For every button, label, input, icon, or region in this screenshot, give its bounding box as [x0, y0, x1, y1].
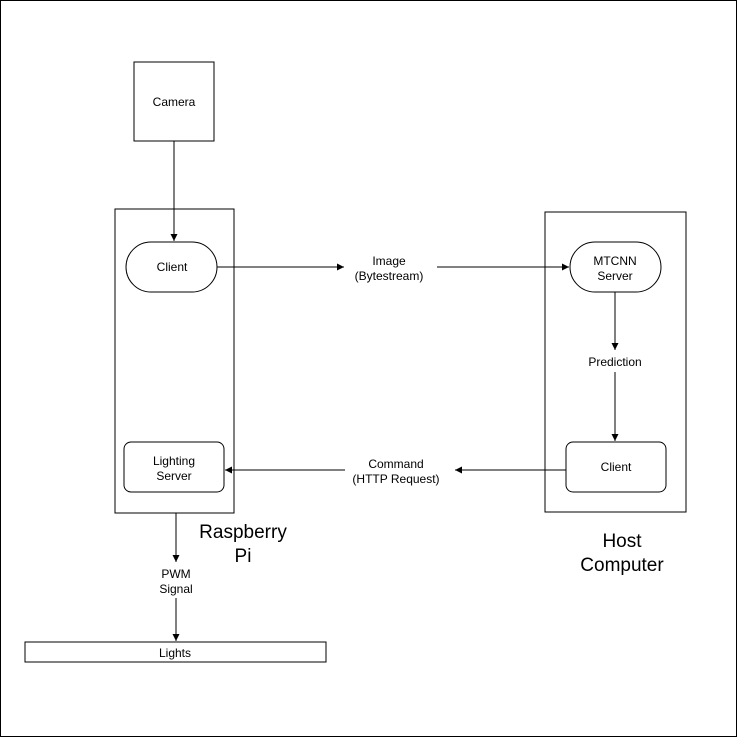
camera-node: Camera	[133, 61, 215, 142]
host-computer-label-line2: Computer	[580, 555, 664, 576]
lighting-server-node: Lighting Server	[123, 441, 225, 493]
raspberry-pi-group-label: Raspberry Pi	[199, 522, 287, 567]
raspberry-pi-label-line2: Pi	[235, 546, 252, 567]
pwm-edge-label: PWM Signal	[159, 567, 192, 596]
host-client-label: Client	[601, 460, 632, 474]
image-edge-label: Image (Bytestream)	[355, 254, 424, 283]
host-computer-group-label: Host Computer	[580, 531, 664, 576]
lights-node: Lights	[24, 641, 327, 663]
command-edge-label-line2: (HTTP Request)	[352, 472, 439, 486]
host-computer-container	[544, 211, 687, 513]
raspberry-pi-label-line1: Raspberry	[199, 522, 287, 543]
mtcnn-server-node: MTCNN Server	[569, 241, 662, 293]
mtcnn-server-label-line1: MTCNN	[593, 254, 636, 268]
mtcnn-server-label-line2: Server	[597, 269, 632, 283]
image-edge-label-line2: (Bytestream)	[355, 269, 424, 283]
host-client-node: Client	[565, 441, 667, 493]
pi-client-node: Client	[125, 241, 218, 293]
pi-client-label: Client	[157, 260, 188, 274]
camera-label: Camera	[153, 95, 196, 109]
lighting-server-label-line1: Lighting	[153, 454, 195, 468]
host-computer-label-line1: Host	[602, 531, 642, 552]
pwm-edge-label-line1: PWM	[161, 567, 190, 581]
pwm-edge-label-line2: Signal	[159, 582, 192, 596]
command-edge-label: Command (HTTP Request)	[352, 457, 439, 486]
prediction-edge-label: Prediction	[588, 355, 641, 369]
image-edge-label-line1: Image	[372, 254, 406, 268]
lighting-server-label-line2: Server	[156, 469, 191, 483]
command-edge-label-line1: Command	[368, 457, 423, 471]
lights-label: Lights	[159, 646, 191, 660]
